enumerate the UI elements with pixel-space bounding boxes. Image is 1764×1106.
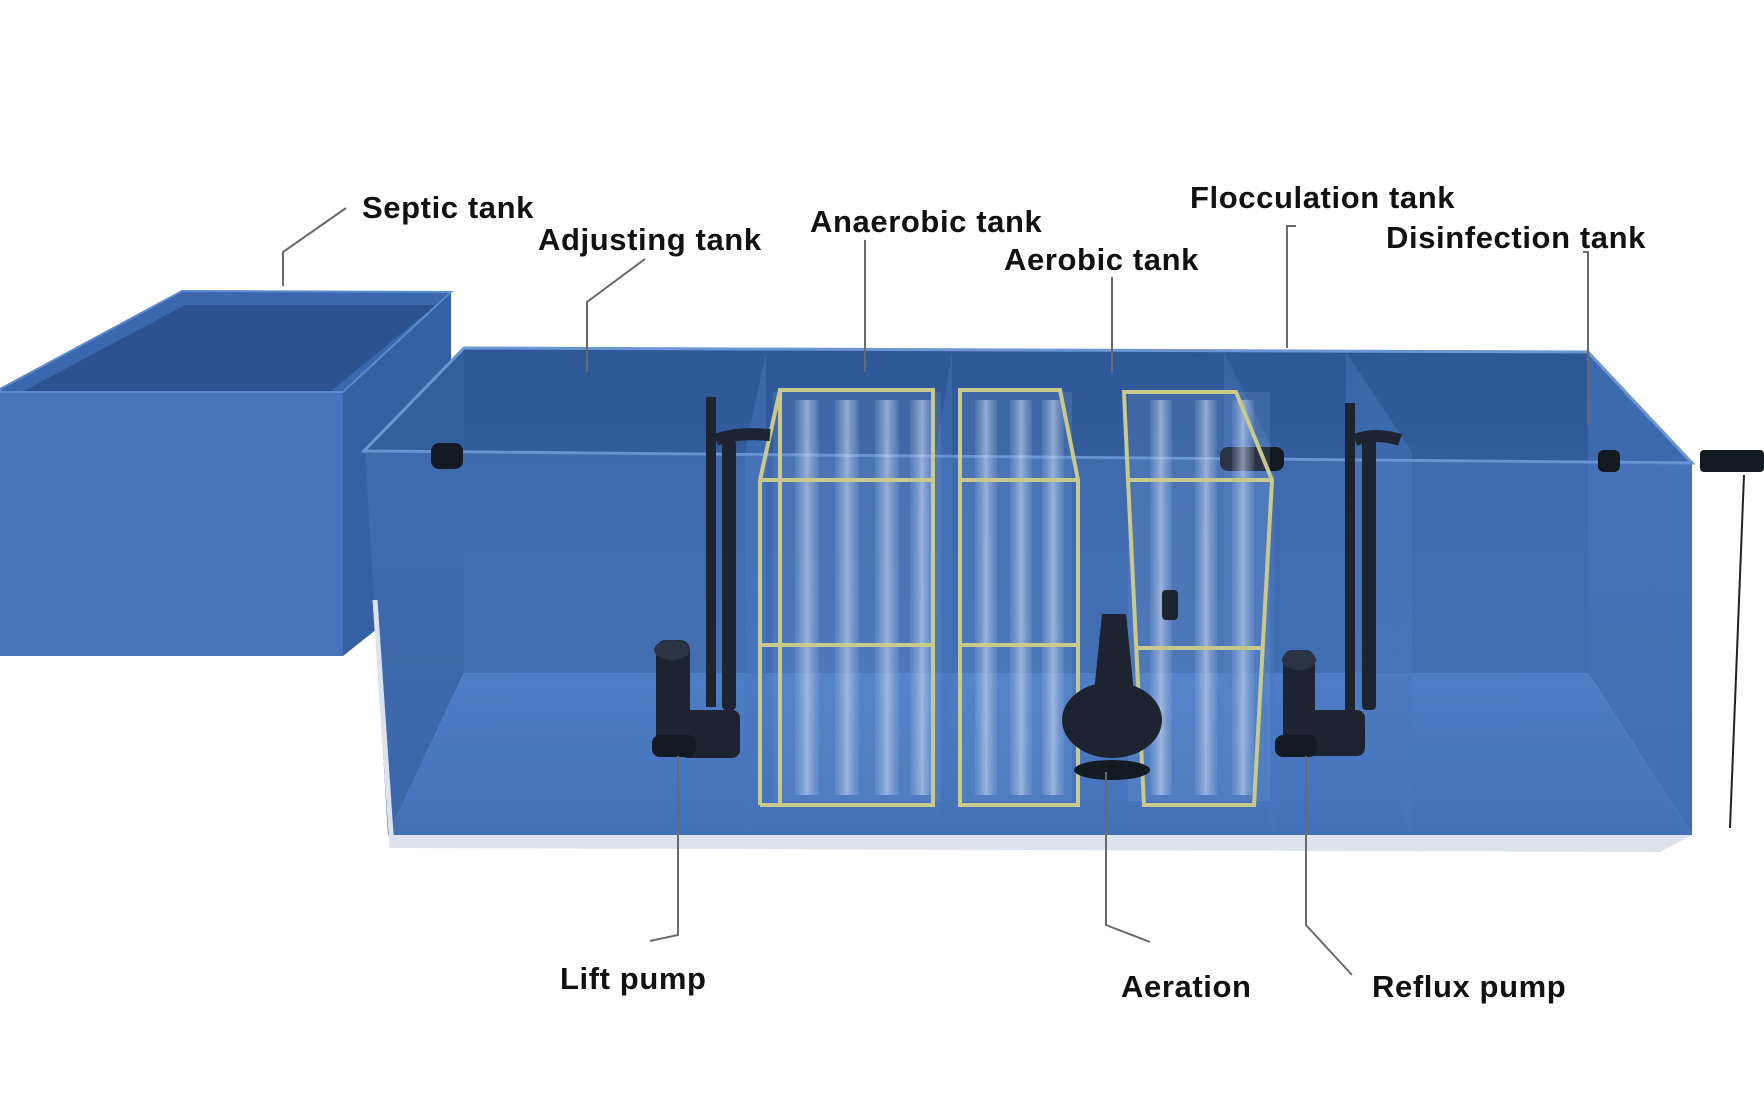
aerobic-media-frame-1	[958, 388, 1080, 807]
label-adjusting-tank: Adjusting tank	[538, 222, 762, 257]
label-flocculation-tank: Flocculation tank	[1190, 180, 1455, 215]
label-aerobic-tank: Aerobic tank	[1004, 242, 1199, 277]
label-anaerobic-tank: Anaerobic tank	[810, 204, 1043, 239]
lift-pump-shape	[652, 397, 771, 758]
anaerobic-media-frame	[758, 388, 941, 807]
label-lift-pump: Lift pump	[560, 961, 707, 996]
label-reflux-pump: Reflux pump	[1372, 969, 1566, 1004]
leader-lines	[282, 207, 1589, 976]
outlet-pipe	[1700, 450, 1764, 829]
label-aeration: Aeration	[1121, 969, 1252, 1004]
aerator-shape	[1062, 590, 1178, 780]
label-disinfection-tank: Disinfection tank	[1386, 220, 1646, 255]
label-septic-tank: Septic tank	[362, 190, 534, 225]
reflux-pump-shape	[1275, 403, 1402, 757]
